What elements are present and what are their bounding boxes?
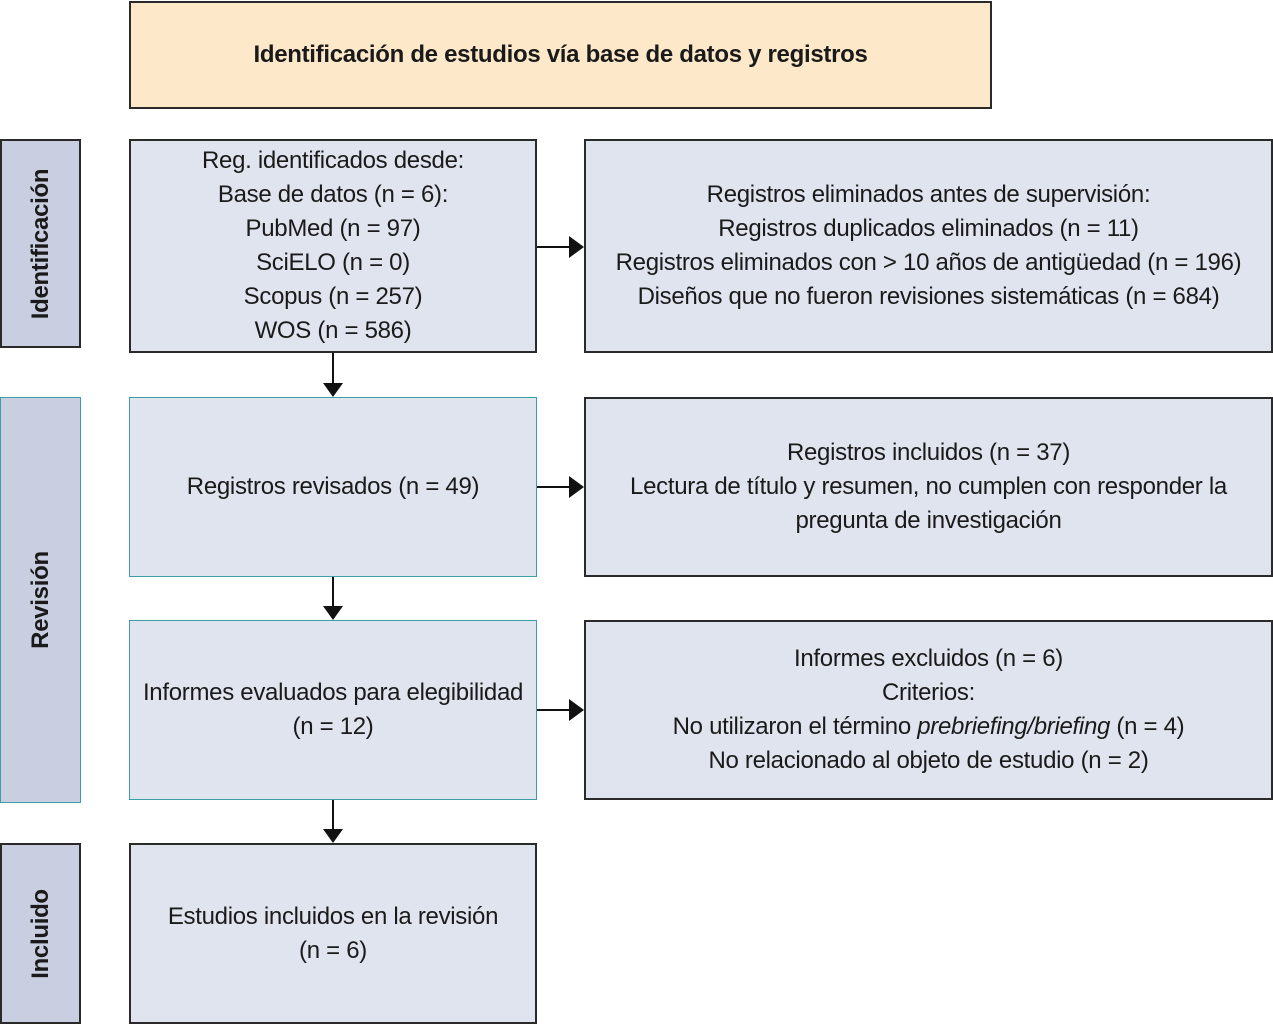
reports-excluded-line-3-term: prebriefing/briefing	[917, 713, 1111, 740]
reports-excluded-line-1: Informes excluidos (n = 6)	[794, 645, 1063, 672]
records-removed-box: Registros eliminados antes de supervisió…	[584, 139, 1273, 353]
records-screen-excluded-box: Registros incluidos (n = 37) Lectura de …	[584, 397, 1273, 577]
arrowhead-right-1	[569, 236, 584, 258]
reports-excluded-line-4: No relacionado al objeto de estudio (n =…	[708, 747, 1149, 774]
screen-excluded-line-2: Lectura de título y resumen, no cumplen …	[630, 473, 1227, 500]
reports-excluded-line-2: Criterios:	[881, 679, 975, 706]
included-line-2: (n = 6)	[299, 936, 367, 964]
removed-line-4: Diseños que no fueron revisiones sistemá…	[637, 283, 1220, 310]
reports-eligibility-box: Informes evaluados para elegibilidad (n …	[129, 620, 537, 800]
removed-line-2: Registros duplicados eliminados (n = 11)	[718, 215, 1139, 242]
reports-excluded-box: Informes excluidos (n = 6) Criterios: No…	[584, 620, 1273, 800]
eligibility-line-1: Informes evaluados para elegibilidad	[142, 679, 524, 706]
identified-line-3: PubMed (n = 97)	[245, 215, 421, 242]
screened-line-1: Registros revisados (n = 49)	[186, 473, 480, 500]
removed-line-3: Registros eliminados con > 10 años de an…	[615, 249, 1242, 276]
eligibility-line-2: (n = 12)	[292, 713, 374, 740]
identified-line-6: WOS (n = 586)	[254, 317, 412, 344]
identified-line-4: SciELO (n = 0)	[256, 249, 410, 276]
records-identified-box: Reg. identificados desde: Base de datos …	[129, 139, 537, 353]
reports-excluded-line-3-prefix: No utilizaron el término	[672, 713, 918, 740]
stage-revision: Revisión	[0, 397, 81, 803]
reports-excluded-line-3: No utilizaron el término prebriefing/bri…	[673, 710, 1185, 744]
stage-identificacion: Identificación	[0, 139, 81, 348]
reports-excluded-line-3-suffix: (n = 4)	[1110, 713, 1185, 740]
identified-line-2: Base de datos (n = 6):	[217, 181, 449, 208]
arrowhead-right-2	[569, 476, 584, 498]
records-screened-box: Registros revisados (n = 49)	[129, 397, 537, 577]
identified-line-5: Scopus (n = 257)	[243, 283, 423, 310]
arrowhead-down-1	[323, 383, 343, 397]
screen-excluded-line-1: Registros incluidos (n = 37)	[786, 439, 1071, 466]
identified-line-1: Reg. identificados desde:	[201, 147, 464, 174]
arrowhead-right-3	[569, 699, 584, 721]
arrowhead-down-3	[323, 829, 343, 843]
stage-incluido: Incluido	[0, 843, 81, 1024]
diagram-header: Identificación de estudios vía base de d…	[129, 1, 992, 109]
removed-line-1: Registros eliminados antes de supervisió…	[706, 181, 1151, 208]
screen-excluded-line-3: pregunta de investigación	[795, 507, 1062, 534]
arrowhead-down-2	[323, 606, 343, 620]
included-line-1: Estudios incluidos en la revisión	[167, 902, 499, 930]
diagram-title: Identificación de estudios vía base de d…	[253, 41, 868, 68]
studies-included-box: Estudios incluidos en la revisión (n = 6…	[129, 843, 537, 1024]
